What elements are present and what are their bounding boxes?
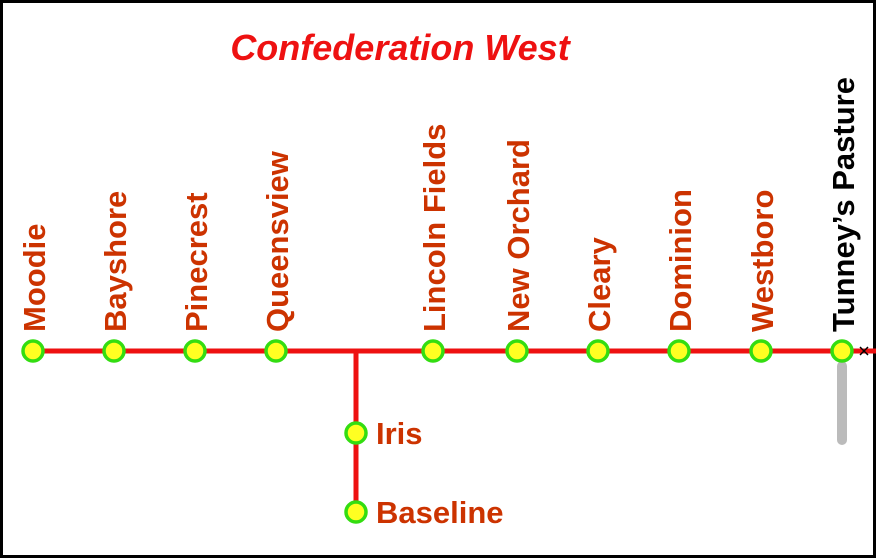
station-lincoln-fields: Lincoln Fields (417, 124, 452, 363)
station-label: Westboro (745, 190, 780, 332)
station-queensview: Queensview (260, 150, 295, 363)
station-baseline: Baseline (344, 495, 504, 530)
station-pinecrest: Pinecrest (179, 192, 214, 363)
station-dot-bayshore (102, 339, 126, 363)
station-bayshore: Bayshore (98, 191, 133, 363)
main-stations: Moodie Bayshore Pinecrest Queensview Lincoln… (17, 77, 861, 363)
line-end-marker-icon (859, 346, 869, 356)
station-label: Baseline (376, 495, 504, 530)
map-title: Confederation West (230, 27, 571, 68)
station-dot-queensview (264, 339, 288, 363)
station-label: Bayshore (98, 191, 133, 332)
station-dominion: Dominion (663, 189, 698, 363)
station-dot-new-orchard (505, 339, 529, 363)
station-dot-moodie (21, 339, 45, 363)
station-dot-lincoln-fields (421, 339, 445, 363)
station-iris: Iris (344, 416, 423, 451)
station-dot-tunney-s-pasture (830, 339, 854, 363)
station-dot-iris (344, 421, 368, 445)
station-label: Moodie (17, 224, 52, 333)
station-label: Pinecrest (179, 192, 214, 332)
station-label: Queensview (260, 150, 295, 332)
station-label: Lincoln Fields (417, 124, 452, 332)
station-dot-pinecrest (183, 339, 207, 363)
station-westboro: Westboro (745, 190, 780, 363)
station-dot-westboro (749, 339, 773, 363)
station-dot-cleary (586, 339, 610, 363)
station-cleary: Cleary (582, 236, 617, 363)
station-moodie: Moodie (17, 224, 52, 363)
station-label: New Orchard (501, 139, 536, 332)
station-label: Tunney’s Pasture (826, 77, 861, 332)
station-tunney-s-pasture: Tunney’s Pasture (826, 77, 861, 363)
station-dot-baseline (344, 500, 368, 524)
station-label: Dominion (663, 189, 698, 332)
station-label: Iris (376, 416, 423, 451)
station-new-orchard: New Orchard (501, 139, 536, 363)
station-dot-dominion (667, 339, 691, 363)
station-label: Cleary (582, 236, 617, 332)
